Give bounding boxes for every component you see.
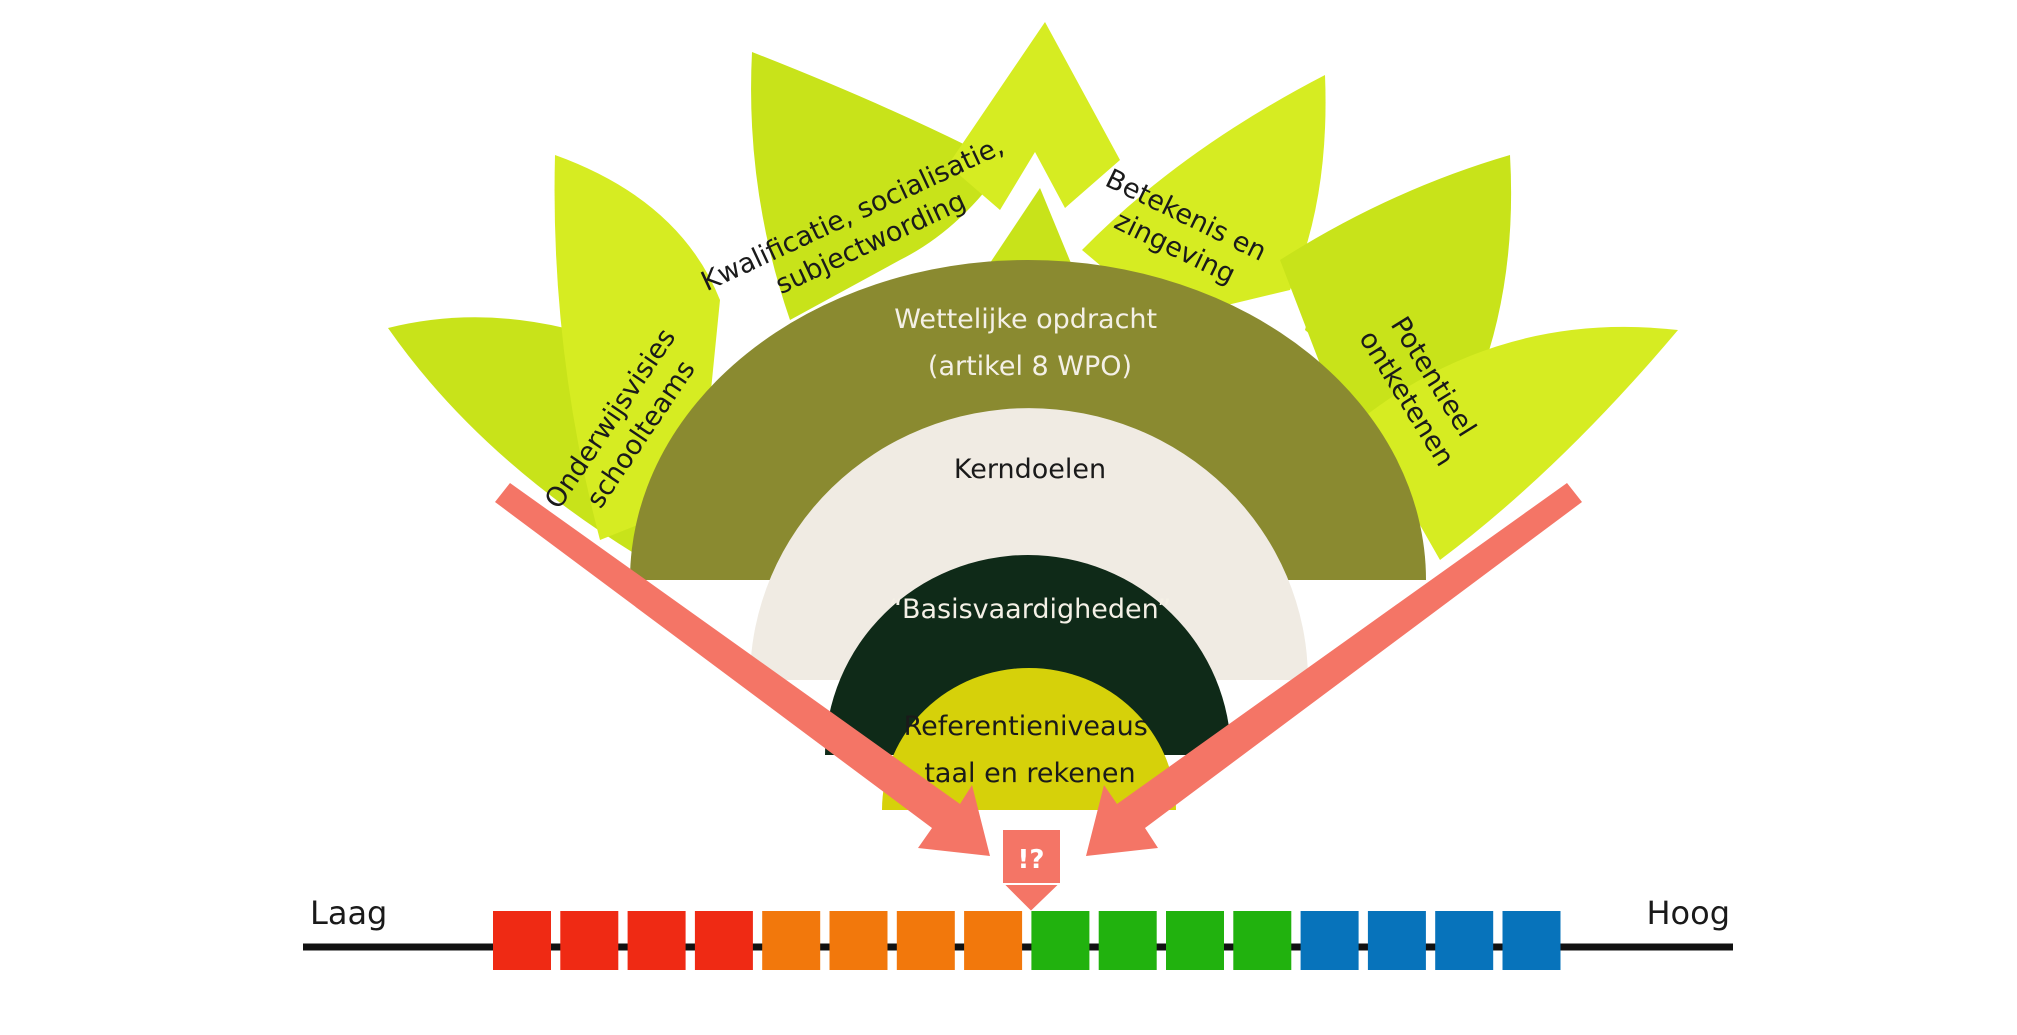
scale-block-blue <box>1367 911 1426 970</box>
ring-referentieniveaus <box>882 668 1176 810</box>
label-kerndoelen: Kerndoelen <box>954 454 1106 485</box>
marker-label: !? <box>1018 845 1045 875</box>
leaf-center-right-tall <box>1082 75 1326 320</box>
label-referentieniveaus: Referentieniveaus taal en rekenen <box>904 711 1157 789</box>
arrow-left <box>495 483 990 856</box>
label-high: Hoog <box>1646 894 1730 932</box>
label-wettelijke-opdracht: Wettelijke opdracht (artikel 8 WPO) <box>894 304 1165 382</box>
marker-box <box>1003 830 1060 885</box>
scale: Laag Hoog <box>303 894 1733 970</box>
scale-block-red <box>560 911 619 970</box>
scale-block-orange <box>964 911 1023 970</box>
scale-block-red <box>694 911 753 970</box>
scale-blocks <box>493 911 1561 970</box>
rings <box>630 260 1426 810</box>
leaf-center-left-tall <box>751 52 1005 320</box>
leaves <box>388 22 1678 560</box>
label-basisvaardigheden: “Basisvaardigheden” <box>889 594 1171 625</box>
leaf-right-mid <box>1305 235 1370 380</box>
arrows <box>495 483 1582 856</box>
leaf-center-top <box>948 22 1120 210</box>
scale-block-red <box>627 911 686 970</box>
scale-block-blue <box>1300 911 1359 970</box>
marker-pointer <box>1000 883 1063 914</box>
scale-block-green <box>1098 911 1157 970</box>
scale-block-red <box>493 911 551 970</box>
arrow-right <box>1086 483 1582 856</box>
scale-block-orange <box>829 911 888 970</box>
scale-block-green <box>1031 911 1090 970</box>
ring-basisvaardigheden <box>825 555 1231 755</box>
scale-block-blue <box>1435 911 1494 970</box>
scale-block-green <box>1166 911 1224 970</box>
scale-block-blue <box>1502 911 1561 970</box>
scale-block-orange <box>896 911 955 970</box>
scale-block-green <box>1233 911 1292 970</box>
leaf-far-right <box>1360 326 1678 560</box>
marker: !? <box>1000 830 1063 914</box>
label-low: Laag <box>310 894 387 932</box>
scale-block-orange <box>762 911 821 970</box>
